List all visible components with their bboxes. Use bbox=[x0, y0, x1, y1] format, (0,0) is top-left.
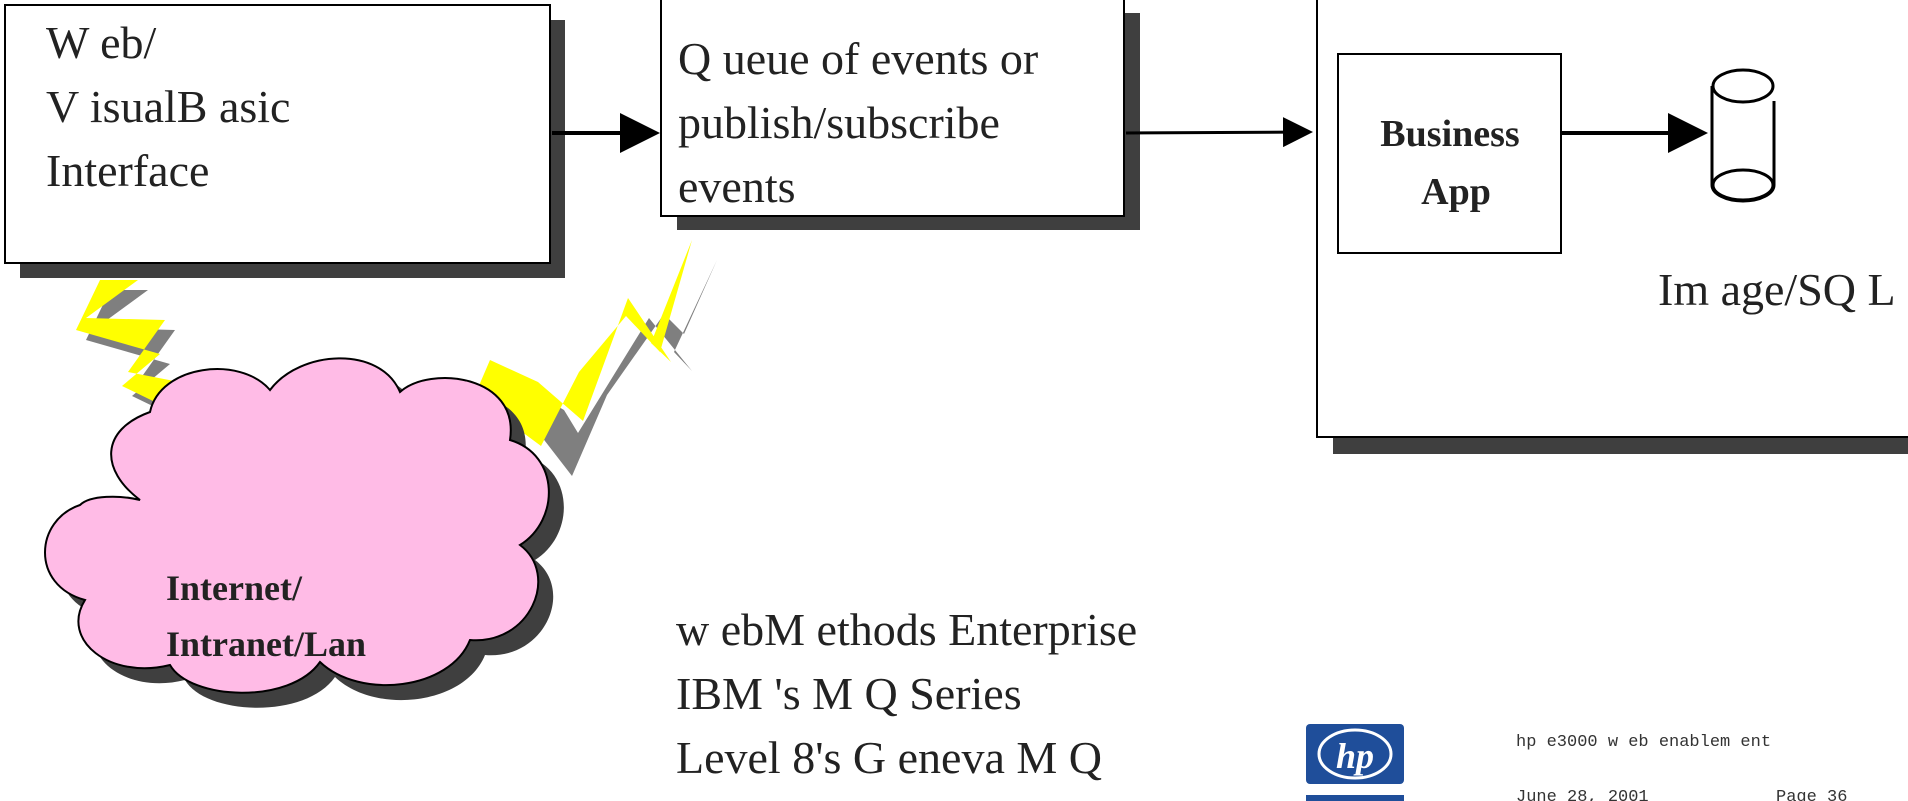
arrow-icon bbox=[1125, 117, 1313, 148]
cloud-body bbox=[44, 357, 550, 694]
lightning-bolt-right bbox=[429, 240, 692, 525]
cloud-line-1: Internet/ bbox=[166, 568, 303, 608]
hp-logo-text: hp bbox=[1336, 736, 1374, 776]
web-interface-line-3: Interface bbox=[46, 145, 209, 196]
product-item: IBM 's M Q Series bbox=[676, 668, 1022, 719]
hp-logo-badge bbox=[1306, 724, 1404, 784]
web-interface-box-frame bbox=[4, 4, 551, 264]
web-interface-box: W eb/ V isualB asic Interface bbox=[4, 4, 565, 278]
product-item: Level 8's G eneva M Q bbox=[676, 732, 1102, 783]
cloud-line-2: Intranet/Lan bbox=[166, 624, 366, 664]
queue-line-3: events bbox=[678, 161, 796, 212]
flow-arrows bbox=[552, 113, 1708, 153]
hp-logo-ring bbox=[1317, 728, 1393, 780]
business-app-box: Business App bbox=[1337, 53, 1562, 254]
cloud-icon: Internet/ Intranet/Lan bbox=[44, 357, 564, 708]
footer-title: hp e3000 w eb enablem ent bbox=[1516, 733, 1771, 752]
queue-line-2: publish/subscribe bbox=[678, 97, 1000, 148]
business-app-frame bbox=[1337, 53, 1562, 254]
database-label: Im age/SQ L bbox=[1658, 264, 1896, 315]
lightning-bolt-icon bbox=[429, 240, 717, 525]
business-app-line-1: Business bbox=[1380, 113, 1519, 155]
footer-date: June 28, 2001 bbox=[1516, 788, 1649, 801]
hp-logo-underline bbox=[1306, 795, 1404, 801]
lightning-bolt-right-shadow bbox=[448, 260, 717, 500]
products-list: w ebM ethods Enterprise IBM 's M Q Serie… bbox=[676, 604, 1137, 783]
footer-page: Page 36 bbox=[1776, 788, 1847, 801]
database-cylinder-icon bbox=[1710, 68, 1776, 203]
footer: hp hp e3000 w eb enablem ent June 28, 20… bbox=[1306, 724, 1847, 801]
database-cylinder-top bbox=[1711, 68, 1775, 104]
web-interface-line-2: V isualB asic bbox=[46, 81, 290, 132]
queue-box: Q ueue of events or publish/subscribe ev… bbox=[660, 0, 1140, 230]
queue-line-1: Q ueue of events or bbox=[678, 33, 1038, 84]
database-cylinder-bottom bbox=[1711, 168, 1775, 202]
queue-box-frame bbox=[660, 0, 1125, 217]
business-app-line-2: App bbox=[1421, 171, 1491, 213]
product-item: w ebM ethods Enterprise bbox=[676, 604, 1137, 655]
hp-logo-icon: hp bbox=[1306, 724, 1404, 801]
web-interface-line-1: W eb/ bbox=[46, 17, 157, 68]
